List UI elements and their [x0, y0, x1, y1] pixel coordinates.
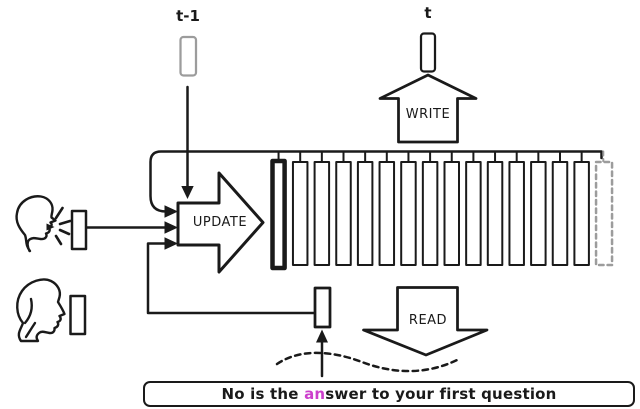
read-feedback-loop-arrow [146, 237, 316, 315]
memory-slot-13 [551, 161, 569, 266]
prev-state-arrow [181, 85, 194, 199]
memory-slot-3 [335, 161, 352, 266]
speaker-input-arrow [84, 221, 178, 234]
memory-slot-14 [573, 161, 590, 266]
memory-slot-7 [421, 161, 439, 266]
write-arrow [378, 73, 478, 144]
memory-bus-feedback-arrow [149, 150, 603, 218]
hair-line [23, 297, 33, 325]
read-arrow [362, 286, 489, 357]
speaker-input-box [70, 209, 88, 251]
speaking-person-icon [15, 195, 72, 253]
arrowhead [181, 186, 194, 199]
hair-strand [24, 321, 37, 339]
memory-bank [270, 150, 614, 271]
write-label: WRITE [405, 107, 451, 122]
dashed-wave [275, 351, 460, 373]
current-time-label: t [424, 4, 432, 22]
arrowhead [164, 237, 178, 250]
memory-slot-12 [530, 161, 547, 266]
update-label: UPDATE [192, 215, 248, 230]
memory-slot-6 [400, 161, 417, 266]
memory-slot-0 [270, 158, 287, 271]
memory-slot-9 [465, 161, 482, 266]
listening-person-icon [16, 278, 66, 343]
sentence-suffix: swer to your first question [325, 385, 557, 403]
memory-slot-11 [508, 161, 525, 266]
memory-slot-8 [443, 161, 460, 266]
memory-slot-2 [313, 161, 331, 266]
answer-to-output-arrow [316, 329, 328, 378]
arrowhead [316, 329, 328, 343]
sentence-prefix: No is the [221, 385, 305, 403]
read-label: READ [408, 313, 448, 328]
current-state-box [419, 32, 437, 73]
memory-slot-10 [486, 161, 504, 266]
memory-slot-1 [291, 161, 309, 266]
memory-slot-15 [594, 160, 614, 267]
memory-slot-4 [356, 161, 374, 266]
prev-state-box [179, 35, 198, 77]
listener-input-box [69, 294, 87, 336]
memory-slot-5 [378, 161, 396, 266]
speech-lines [54, 206, 72, 246]
sentence-highlight: an [304, 385, 326, 403]
update-arrow [176, 171, 265, 274]
prev-time-label: t-1 [176, 7, 200, 25]
open-mouth [46, 223, 55, 231]
arrowhead [164, 221, 178, 234]
read-output-box [313, 286, 332, 329]
arrowhead [164, 205, 178, 218]
